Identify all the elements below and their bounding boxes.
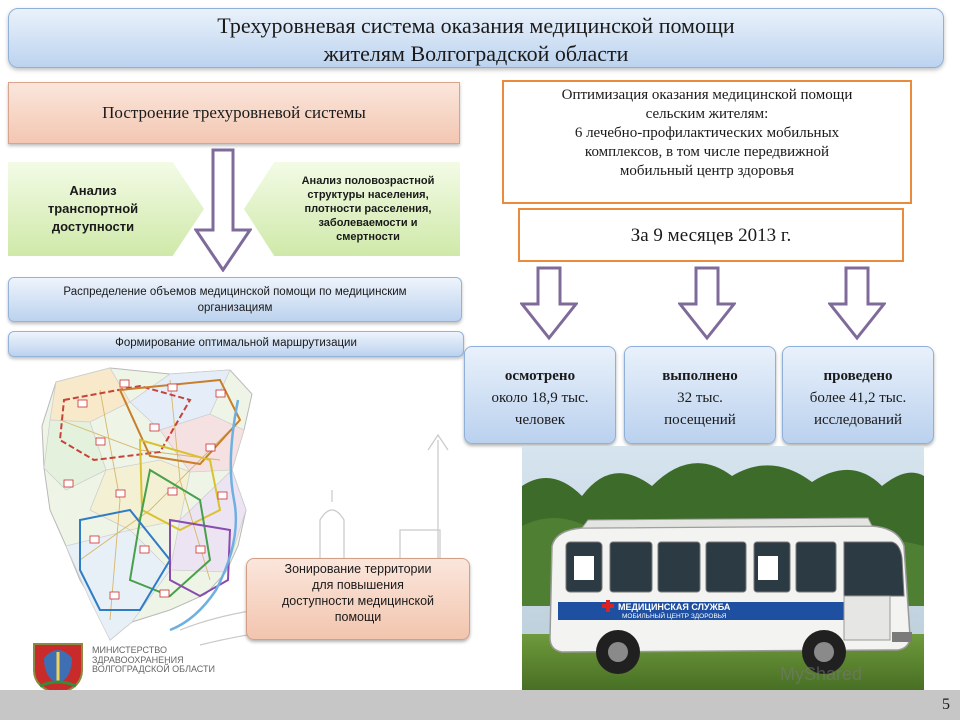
optimization-line-1: Оптимизация оказания медицинской помощи: [561, 87, 853, 103]
page-number: 5: [942, 696, 950, 713]
region-map: [41, 367, 460, 646]
slide-title: Трехуровневая система оказания медицинск…: [8, 8, 944, 68]
down-arrow-icon: [828, 266, 886, 341]
ministry-line-3: ВОЛГОГРАДСКОЙ ОБЛАСТИ: [92, 664, 215, 674]
transport-line-2: транспортной: [47, 201, 139, 216]
stat-examined-box: осмотрено около 18,9 тыс. человек: [464, 346, 616, 444]
period-label: За 9 месяцев 2013 г.: [630, 225, 792, 246]
population-analysis-box: Анализ половозрастной структуры населени…: [244, 162, 460, 256]
down-arrow-icon: [678, 266, 736, 341]
population-line-1: Анализ половозрастной: [301, 175, 435, 187]
stat-examined-head: осмотрено: [504, 368, 576, 384]
zoning-box: Зонирование территории для повышения дос…: [246, 558, 470, 640]
title-line-1: Трехуровневая система оказания медицинск…: [217, 13, 735, 38]
ministry-line-1: МИНИСТЕРСТВО: [92, 645, 167, 655]
population-line-4: заболеваемости и: [318, 217, 418, 229]
mobile-clinic-bus-photo: МЕДИЦИНСКАЯ СЛУЖБА МОБИЛЬНЫЙ ЦЕНТР ЗДОРО…: [522, 446, 924, 690]
routing-label: Формирование оптимальной маршрутизации: [115, 337, 357, 349]
stat-tests-box: проведено более 41,2 тыс. исследований: [782, 346, 934, 444]
stat-visits-unit: посещений: [664, 412, 736, 428]
zoning-line-2: для повышения: [312, 578, 404, 592]
bus-center-text: МОБИЛЬНЫЙ ЦЕНТР ЗДОРОВЬЯ: [622, 611, 727, 620]
stat-visits-value: 32 тыс.: [677, 390, 723, 406]
zoning-line-3: доступности медицинской: [281, 594, 435, 608]
transport-analysis-box: Анализ транспортной доступности: [8, 162, 204, 256]
optimization-line-5: мобильный центр здоровья: [619, 163, 795, 179]
transport-line-3: доступности: [51, 219, 135, 234]
down-arrow-icon: [520, 266, 578, 341]
optimization-box: Оптимизация оказания медицинской помощи …: [502, 80, 912, 204]
stat-visits-head: выполнено: [662, 368, 738, 384]
stat-visits-box: выполнено 32 тыс. посещений: [624, 346, 776, 444]
ministry-line-2: ЗДРАВООХРАНЕНИЯ: [92, 654, 184, 665]
build-system-box: Построение трехуровневой системы: [8, 82, 460, 144]
down-arrow-icon: [194, 148, 252, 272]
transport-line-1: Анализ: [69, 183, 117, 198]
stat-tests-head: проведено: [823, 368, 893, 384]
routing-strip: Формирование оптимальной маршрутизации: [8, 331, 464, 357]
optimization-line-4: комплексов, в том числе передвижной: [584, 144, 830, 160]
distribution-strip: Распределение объемов медицинской помощи…: [8, 277, 462, 322]
build-system-label: Построение трехуровневой системы: [102, 103, 366, 122]
zoning-line-1: Зонирование территории: [284, 562, 432, 576]
population-line-5: смертности: [336, 231, 400, 243]
region-emblem-icon: [33, 643, 83, 696]
stat-examined-value: около 18,9 тыс.: [491, 390, 589, 406]
period-box: За 9 месяцев 2013 г.: [518, 208, 904, 262]
distribution-line-2: организациям: [197, 302, 273, 314]
watermark-text: MyShared: [780, 664, 863, 684]
stat-tests-value: более 41,2 тыс.: [809, 390, 907, 406]
population-line-2: структуры населения,: [307, 189, 429, 201]
stat-tests-unit: исследований: [813, 412, 903, 428]
optimization-line-2: сельским жителям:: [645, 106, 769, 122]
zoning-line-4: помощи: [334, 610, 382, 624]
distribution-line-1: Распределение объемов медицинской помощи…: [63, 286, 407, 298]
optimization-line-3: 6 лечебно-профилактических мобильных: [574, 125, 840, 141]
title-line-2: жителям Волгоградской области: [323, 41, 629, 66]
ministry-caption: МИНИСТЕРСТВО ЗДРАВООХРАНЕНИЯ ВОЛГОГРАДСК…: [92, 645, 215, 675]
stat-examined-unit: человек: [514, 412, 566, 428]
population-line-3: плотности расселения,: [304, 203, 432, 215]
footer-bar: [0, 690, 960, 720]
bus-service-text: МЕДИЦИНСКАЯ СЛУЖБА: [618, 602, 731, 612]
